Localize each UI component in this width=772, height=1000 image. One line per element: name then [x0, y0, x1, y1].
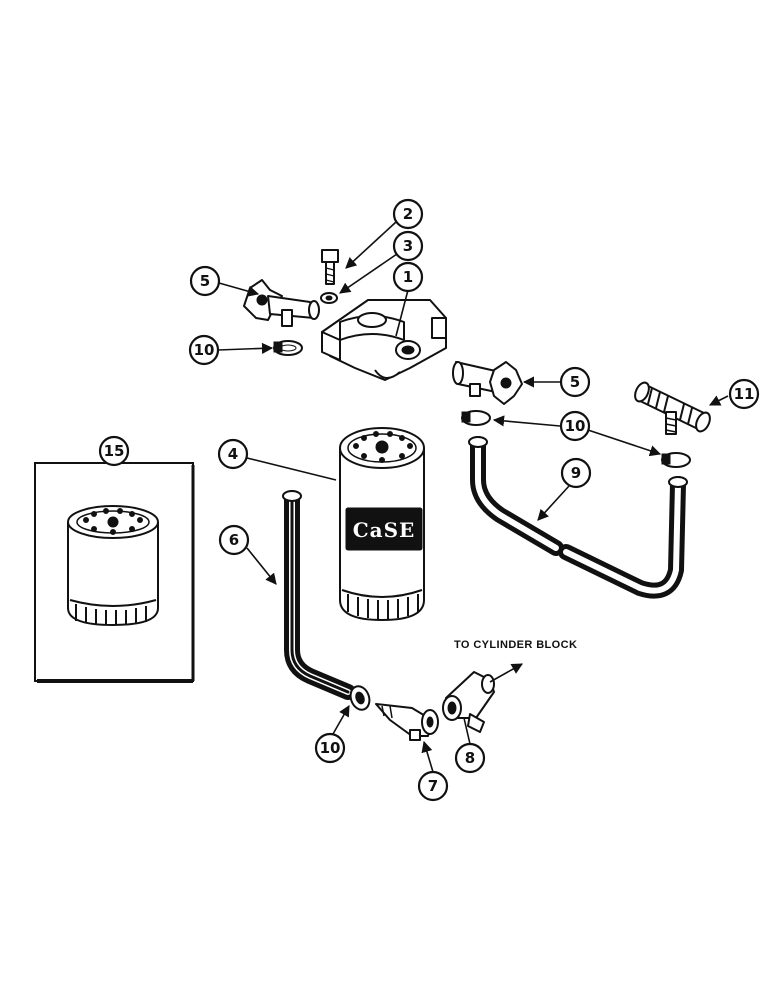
svg-text:10: 10 — [320, 739, 341, 757]
callout-7: 7 — [417, 770, 449, 802]
svg-text:11: 11 — [734, 385, 755, 403]
callout-2: 2 — [392, 198, 424, 230]
clamp-10-right-a — [461, 410, 491, 426]
filter-15-illustration — [67, 505, 159, 626]
callout-1: 1 — [392, 261, 424, 293]
hose-9 — [468, 436, 688, 599]
callout-10-right: 10 — [559, 410, 591, 442]
svg-text:5: 5 — [200, 272, 210, 290]
callout-6: 6 — [218, 524, 250, 556]
svg-text:6: 6 — [229, 531, 239, 549]
svg-text:4: 4 — [228, 445, 238, 463]
clamp-10-upper — [273, 340, 303, 356]
leader-lines — [217, 221, 729, 773]
callout-11: 11 — [728, 378, 760, 410]
svg-text:1: 1 — [403, 268, 413, 286]
svg-text:3: 3 — [403, 237, 413, 255]
svg-text:9: 9 — [571, 464, 581, 482]
svg-text:7: 7 — [428, 777, 438, 795]
inset-box-15 — [34, 462, 195, 683]
hose-6 — [282, 490, 356, 700]
filter-head-1 — [321, 299, 447, 381]
callout-3: 3 — [392, 230, 424, 262]
to-cylinder-block-label: TO CYLINDER BLOCK — [454, 639, 577, 651]
drain-cock-8 — [442, 671, 495, 733]
filter-4-illustration: CaSE — [339, 427, 425, 621]
callout-9: 9 — [560, 457, 592, 489]
svg-text:5: 5 — [570, 373, 580, 391]
bolt-2 — [321, 249, 339, 285]
svg-text:10: 10 — [194, 341, 215, 359]
callout-10-lower: 10 — [314, 732, 346, 764]
valve-5-left — [243, 279, 320, 327]
clamp-10-right-b — [661, 452, 691, 468]
callout-8: 8 — [454, 742, 486, 774]
washer-3 — [320, 292, 338, 304]
callout-5-left: 5 — [189, 265, 221, 297]
callout-15: 15 — [98, 435, 130, 467]
clamp-10-lower — [349, 685, 371, 711]
svg-text:2: 2 — [403, 205, 413, 223]
svg-text:15: 15 — [104, 442, 125, 460]
callout-10-upper: 10 — [188, 334, 220, 366]
elbow-fitting-7 — [375, 703, 439, 741]
valve-5-right — [452, 361, 523, 405]
tee-fitting-11 — [634, 381, 711, 435]
callout-4: 4 — [217, 438, 249, 470]
filter-brand-label: CaSE — [353, 518, 416, 542]
svg-text:8: 8 — [465, 749, 475, 767]
callout-5-right: 5 — [559, 366, 591, 398]
svg-text:10: 10 — [565, 417, 586, 435]
